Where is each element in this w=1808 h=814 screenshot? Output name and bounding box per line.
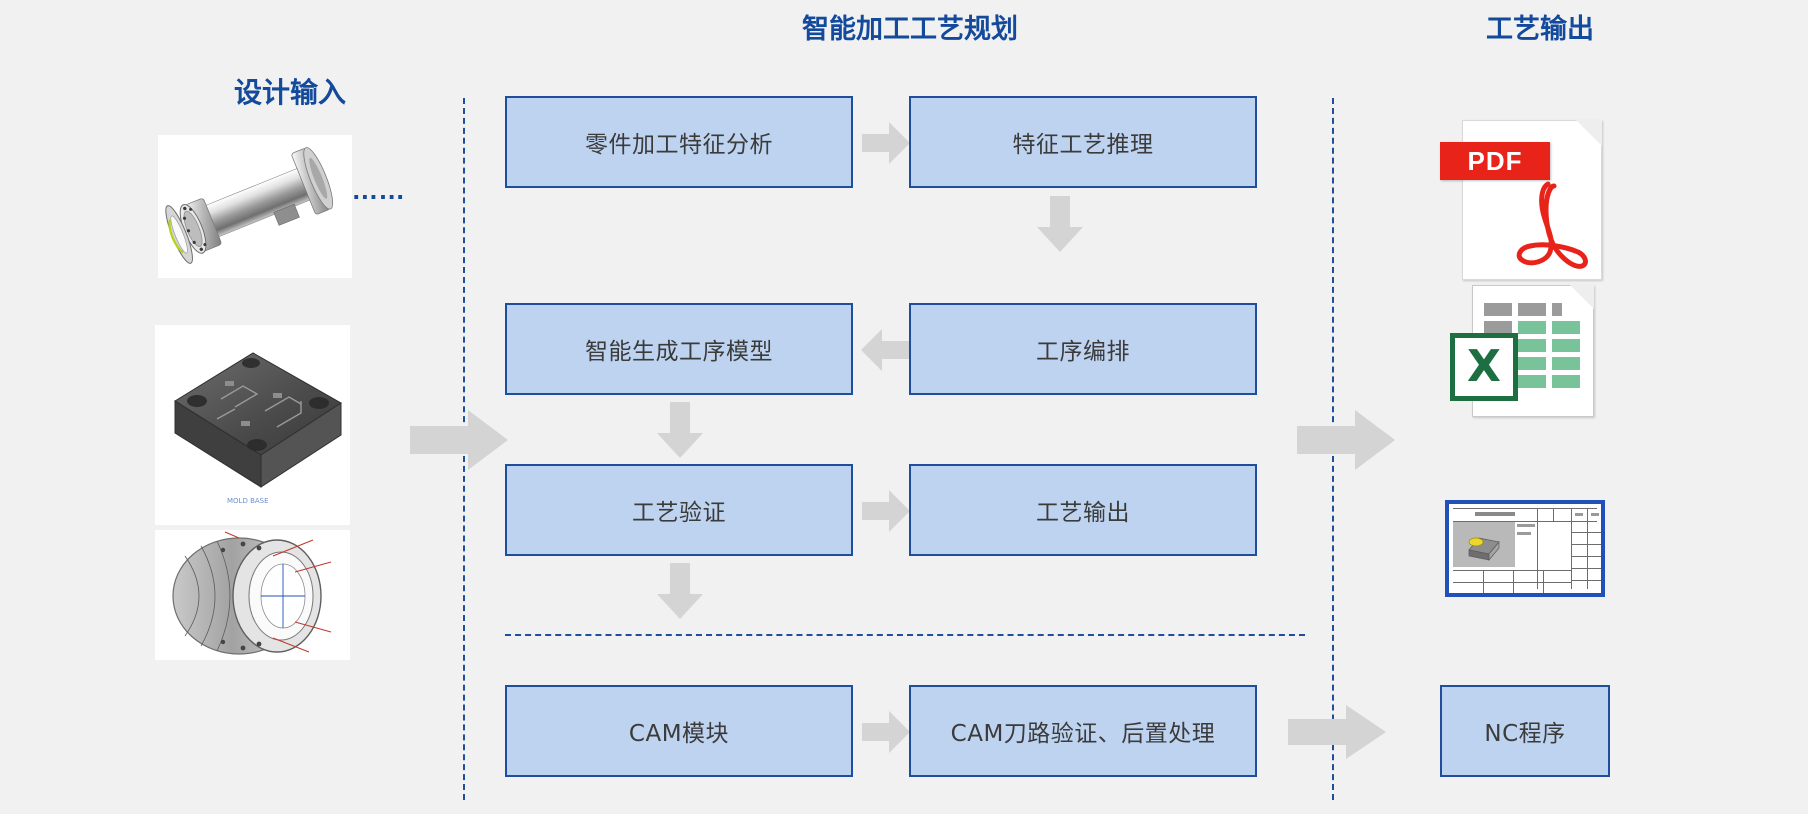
- pdf-label: PDF: [1440, 142, 1550, 180]
- arrow-cam-to-toolpath-icon: [862, 711, 910, 753]
- thumbnail-cad-engine-casing: [155, 530, 350, 660]
- column-title-process-output: 工艺输出: [1486, 14, 1594, 44]
- arrow-validation-to-output-icon: [862, 490, 910, 532]
- arrow-input-to-planning-icon: [410, 410, 508, 470]
- process-box-label: CAM模块: [628, 721, 730, 747]
- arrow-reasoning-to-sequencing-icon: [1037, 196, 1083, 252]
- process-box-label: 智能生成工序模型: [585, 339, 773, 365]
- process-box-feature-reasoning[interactable]: 特征工艺推理: [909, 96, 1257, 188]
- thumbnail-cad-mold-base: MOLD BASE: [155, 325, 350, 525]
- divider-cam-section-dashed: [505, 634, 1305, 636]
- process-box-process-model-gen[interactable]: 智能生成工序模型: [505, 303, 853, 395]
- output-icon-technical-drawing: [1445, 500, 1605, 597]
- process-box-label: 零件加工特征分析: [585, 132, 773, 158]
- process-box-label: 工艺验证: [632, 500, 726, 526]
- process-box-label: 特征工艺推理: [1012, 132, 1154, 158]
- process-box-cam-toolpath[interactable]: CAM刀路验证、后置处理: [909, 685, 1257, 777]
- process-box-nc-program[interactable]: NC程序: [1440, 685, 1610, 777]
- process-box-label: CAM刀路验证、后置处理: [950, 721, 1216, 747]
- arrow-sequencing-to-model-icon: [861, 329, 909, 371]
- process-box-cam-module[interactable]: CAM模块: [505, 685, 853, 777]
- svg-text:MOLD BASE: MOLD BASE: [227, 497, 269, 505]
- excel-badge: X: [1450, 333, 1518, 401]
- output-icon-pdf-document: PDF: [1440, 120, 1602, 280]
- process-box-process-sequencing[interactable]: 工序编排: [909, 303, 1257, 395]
- column-title-process-planning: 智能加工工艺规划: [802, 14, 1018, 44]
- arrow-analysis-to-reasoning-icon: [862, 122, 910, 164]
- arrow-model-to-validation-icon: [657, 402, 703, 458]
- process-box-label: 工艺输出: [1036, 500, 1130, 526]
- thumbnail-cad-pipe-flange: [158, 135, 352, 278]
- process-box-label: NC程序: [1484, 721, 1566, 747]
- arrow-output-to-cam-icon: [657, 563, 703, 619]
- design-input-title: 设计输入: [233, 77, 346, 109]
- arrow-planning-to-docs-icon: [1297, 410, 1395, 470]
- process-box-process-validation[interactable]: 工艺验证: [505, 464, 853, 556]
- process-box-feature-analysis[interactable]: 零件加工特征分析: [505, 96, 853, 188]
- output-icon-excel-spreadsheet: X: [1450, 285, 1605, 420]
- process-box-label: 工序编排: [1036, 339, 1130, 365]
- process-box-process-output[interactable]: 工艺输出: [909, 464, 1257, 556]
- arrow-toolpath-to-nc-icon: [1288, 705, 1386, 759]
